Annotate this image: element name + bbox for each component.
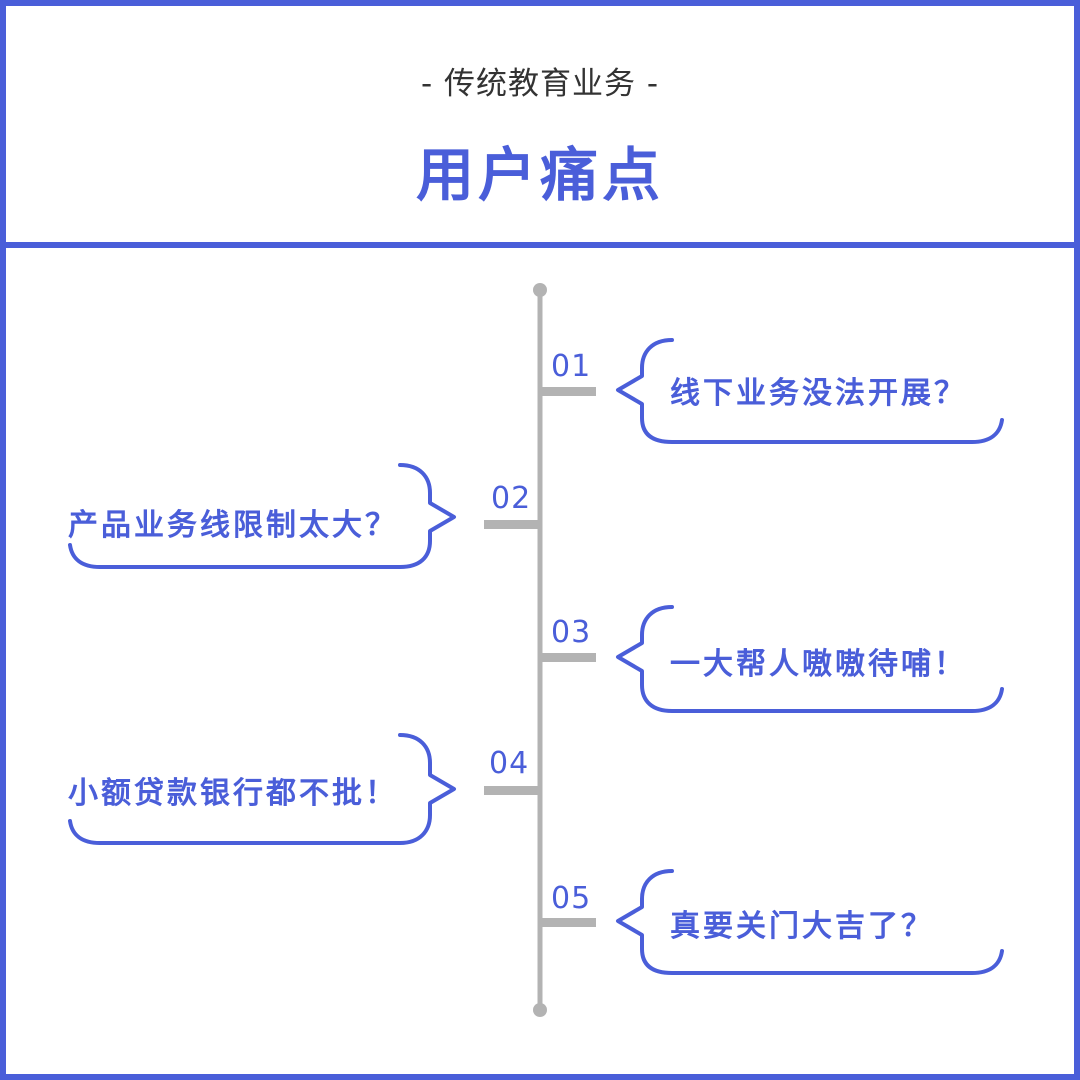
- item-text-02: 产品业务线限制太大？: [68, 508, 398, 543]
- bubble-05: [616, 869, 1004, 975]
- item-text-05: 真要关门大吉了？: [670, 909, 934, 944]
- timeline-end-dot: [533, 1003, 547, 1017]
- bubble-04: [68, 733, 456, 845]
- item-number-02: 02: [491, 481, 532, 516]
- bubble-03: [616, 605, 1004, 713]
- item-number-05: 05: [551, 881, 592, 916]
- tick-03: [540, 653, 596, 662]
- timeline-start-dot: [533, 283, 547, 297]
- tick-04: [484, 786, 540, 795]
- item-text-01: 线下业务没法开展？: [670, 376, 967, 411]
- item-number-03: 03: [551, 615, 592, 650]
- tick-02: [484, 520, 540, 529]
- header-divider: [0, 242, 1080, 248]
- bubble-01: [616, 338, 1004, 444]
- tick-01: [540, 387, 596, 396]
- page-subtitle: - 传统教育业务 -: [420, 66, 660, 102]
- bubble-02: [68, 463, 456, 569]
- tick-05: [540, 918, 596, 927]
- item-text-03: 一大帮人嗷嗷待哺！: [670, 647, 967, 682]
- item-text-04: 小额贷款银行都不批！: [68, 776, 398, 811]
- item-number-04: 04: [489, 746, 530, 781]
- page-title: 用户痛点: [415, 141, 664, 209]
- item-number-01: 01: [551, 349, 592, 384]
